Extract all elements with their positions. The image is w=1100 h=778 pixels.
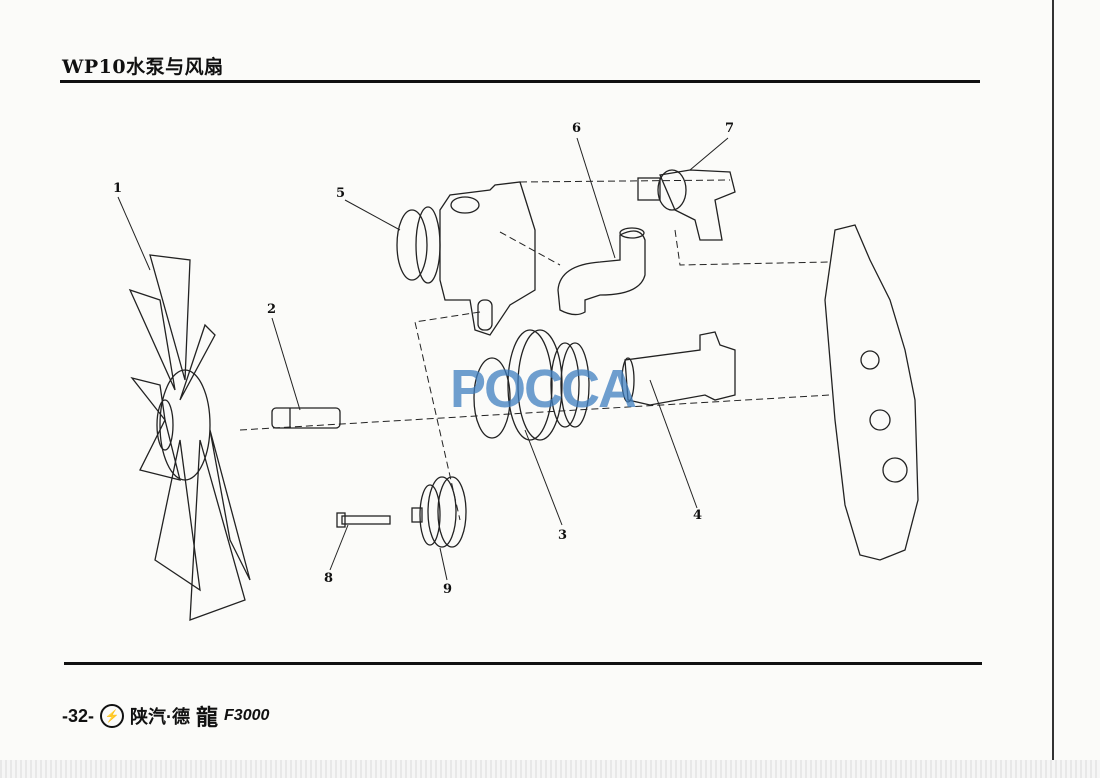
shaft-part <box>271 407 341 429</box>
gear-housing-part <box>824 224 919 561</box>
footer: -32- ⚡ 陕汽·德 龍 F3000 <box>62 700 269 732</box>
water-pump-part <box>396 181 536 336</box>
brand-calligraphy: 龍 <box>196 705 219 731</box>
assembly-lines <box>239 179 831 521</box>
callout-5: 5 <box>336 186 346 201</box>
bolt-part <box>336 512 391 528</box>
callout-6: 6 <box>572 121 582 136</box>
callout-9: 9 <box>443 582 453 597</box>
outlet-pipe-part <box>621 331 736 406</box>
page-title: WP10水泵与风扇 <box>62 56 224 78</box>
callout-2: 2 <box>267 302 277 317</box>
footer-rule <box>64 662 982 665</box>
callout-4: 4 <box>693 508 703 523</box>
model-name: F3000 <box>224 707 270 724</box>
callout-7: 7 <box>725 121 735 136</box>
lightning-circle-icon: ⚡ <box>100 704 125 728</box>
page-number: -32- <box>62 705 95 726</box>
callout-3: 3 <box>558 528 568 543</box>
page-edge <box>1052 0 1054 778</box>
header-rule <box>60 80 980 83</box>
watermark-logo: POCCA <box>450 359 637 419</box>
pulley-part <box>473 329 590 441</box>
hose-part <box>557 227 646 316</box>
thermostat-housing-part <box>637 169 736 241</box>
callout-1: 1 <box>113 181 123 196</box>
leader-lines <box>117 137 729 581</box>
scan-artifact <box>0 760 1100 778</box>
fan-part <box>128 254 251 621</box>
tensioner-pulley-part <box>411 476 467 548</box>
brand-name: 陕汽·德 <box>130 707 191 727</box>
callout-8: 8 <box>324 571 334 586</box>
